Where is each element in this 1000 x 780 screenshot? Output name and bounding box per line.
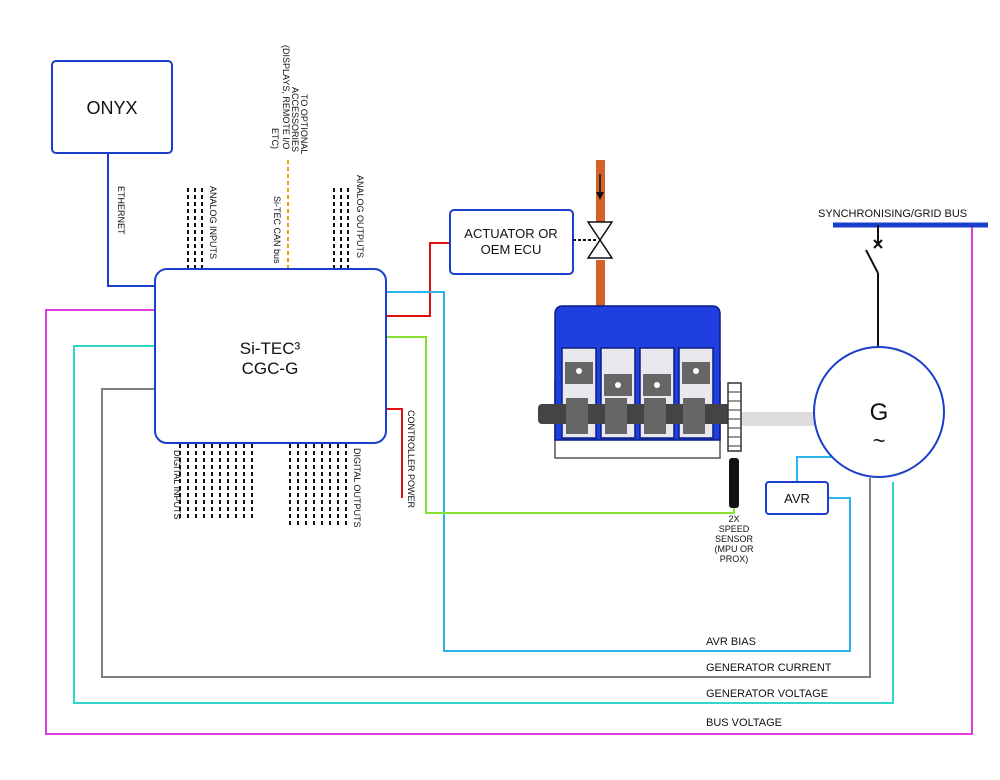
fuel-valve-icon: [586, 221, 614, 259]
svg-text:2X: 2X: [728, 514, 739, 524]
controller-box: [154, 268, 387, 444]
controller-power-wire: [386, 408, 403, 498]
generator-current-label: GENERATOR CURRENT: [706, 662, 832, 674]
onyx-label: ONYX: [86, 98, 137, 118]
speed-sensor-label: 2X SPEED SENSOR (MPU OR PROX): [715, 514, 754, 564]
digital-outputs-label: DIGITAL OUTPUTS: [352, 448, 362, 528]
actuator-label-line2: OEM ECU: [481, 242, 542, 257]
generator-symbol: G: [870, 399, 889, 426]
generator-voltage-label: GENERATOR VOLTAGE: [706, 688, 828, 700]
avr-bias-wire: [386, 291, 851, 652]
ethernet-wire: [107, 153, 155, 287]
bus-voltage-wire: [45, 225, 973, 735]
optional-label-line4: ETC): [270, 128, 280, 149]
fuel-pipe-lower: [596, 260, 605, 306]
digital-inputs-label: DIGITAL INPUTS: [172, 450, 182, 520]
optional-label-line2: ACCESSORIES: [290, 87, 300, 152]
ethernet-label: ETHERNET: [116, 186, 126, 235]
svg-text:(MPU OR: (MPU OR: [715, 544, 754, 554]
can-bus-label: Si-TEC CAN bus: [272, 196, 282, 264]
actuator-box: [449, 209, 574, 275]
optional-label-line3: (DISPLAYS, REMOTE I/O: [281, 45, 291, 149]
optional-label-line1: TO OPTIONAL: [299, 94, 309, 154]
flow-arrow-icon: [596, 174, 604, 200]
bus-voltage-label: BUS VOLTAGE: [706, 717, 782, 729]
engine-icon: [538, 305, 822, 459]
digital-input-lines: [179, 444, 253, 520]
avr-generator-wire: [796, 456, 832, 482]
avr-box: [765, 481, 829, 515]
generator-circle: [813, 346, 945, 478]
analog-input-lines: [187, 188, 203, 268]
analog-outputs-label: ANALOG OUTPUTS: [355, 175, 365, 258]
speed-sensor-icon: [729, 458, 739, 508]
digital-output-lines: [289, 444, 347, 526]
controller-label-line1: Si-TEC³: [240, 339, 301, 358]
analog-inputs-label: ANALOG INPUTS: [208, 186, 218, 259]
breaker-icon: [865, 225, 883, 350]
controller-label-line2: CGC-G: [242, 359, 299, 378]
actuator-label-line1: ACTUATOR OR: [464, 226, 557, 241]
analog-output-lines: [333, 188, 349, 268]
generator-voltage-wire: [73, 345, 894, 704]
sync-bus-label: SYNCHRONISING/GRID BUS: [818, 208, 967, 220]
onyx-box: [51, 60, 173, 154]
generator-current-wire: [101, 388, 871, 678]
svg-text:PROX): PROX): [720, 554, 749, 564]
actuator-wire: [386, 242, 450, 317]
svg-text:SENSOR: SENSOR: [715, 534, 754, 544]
generator-tilde: ~: [873, 428, 886, 453]
svg-text:SPEED: SPEED: [719, 524, 750, 534]
avr-bias-label: AVR BIAS: [706, 636, 756, 648]
avr-label: AVR: [784, 491, 810, 506]
controller-power-label: CONTROLLER POWER: [406, 410, 416, 509]
